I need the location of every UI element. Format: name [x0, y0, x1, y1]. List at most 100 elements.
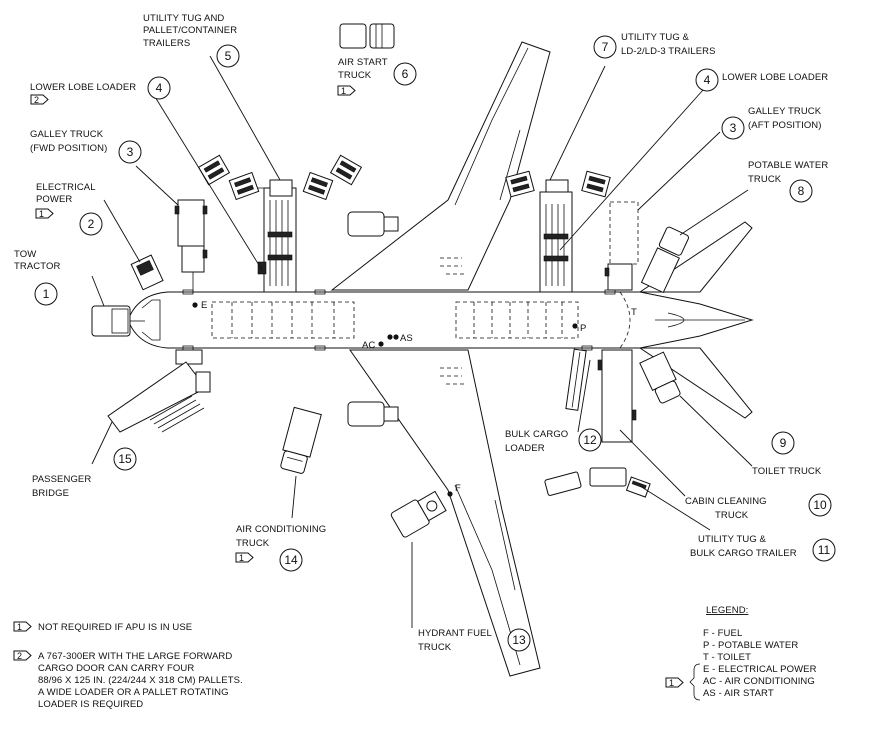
- svg-text:1: 1: [239, 553, 244, 563]
- callout-number-1: 1: [43, 287, 50, 301]
- callout-circle-13: [507, 628, 531, 652]
- note-2-line-2: CARGO DOOR CAN CARRY FOUR: [38, 663, 194, 674]
- fuel-point: [447, 491, 453, 497]
- callout-number-13: 13: [512, 633, 526, 647]
- callout-number-3-aft: 3: [730, 121, 737, 135]
- label-air-start-1: AIR START: [338, 57, 388, 68]
- callout-circle-4-fwd: [147, 76, 171, 100]
- legend-item-fuel: F - FUEL: [703, 628, 742, 639]
- callout-circle-3-aft: [721, 116, 745, 140]
- svg-text:1: 1: [341, 86, 346, 96]
- svg-text:1: 1: [39, 209, 44, 219]
- flag-marker-lower-lobe: 2: [30, 94, 49, 105]
- sp-e-label: E: [201, 300, 207, 311]
- callout-number-3-fwd: 3: [127, 145, 134, 159]
- fuselage: [127, 291, 754, 349]
- note-1-text: NOT REQUIRED IF APU IS IN USE: [38, 622, 192, 633]
- toilet-truck: [639, 351, 681, 404]
- passenger-bridge: [107, 349, 211, 433]
- air-conditioning-point: [378, 341, 384, 347]
- galley-truck-forward: [174, 199, 208, 292]
- label-potable-water-2: TRUCK: [748, 174, 782, 185]
- label-air-conditioning-2: TRUCK: [236, 538, 270, 549]
- label-galley-fwd-2: (FWD POSITION): [30, 143, 107, 154]
- legend-item-air-conditioning: AC - AIR CONDITIONING: [703, 676, 815, 687]
- label-electrical-power-2: POWER: [36, 194, 72, 205]
- tow-tractor: [91, 305, 145, 337]
- bulk-cargo-loader: [565, 348, 587, 411]
- label-tow-tractor-2: TRACTOR: [14, 261, 60, 272]
- callout-circle-8: [789, 179, 813, 203]
- legend-item-electrical-power: E - ELECTRICAL POWER: [703, 664, 817, 675]
- callout-circle-6: [393, 62, 417, 86]
- label-toilet-truck: TOILET TRUCK: [752, 466, 822, 477]
- cabin-cleaning-truck: [597, 349, 637, 443]
- callout-number-5: 5: [225, 49, 232, 63]
- flag-marker-air-start: 1: [337, 85, 356, 96]
- callout-circle-14: [279, 548, 303, 572]
- legend-item-air-start: AS - AIR START: [703, 688, 774, 699]
- label-utility-tug-bulk-1: UTILITY TUG &: [698, 534, 767, 545]
- sp-p-label: P: [580, 323, 586, 334]
- air-start-truck: [339, 23, 395, 49]
- label-hydrant-fuel-2: TRUCK: [418, 642, 452, 653]
- callout-circle-2: [79, 212, 103, 236]
- utility-tug-pallet-trailers: [197, 154, 363, 201]
- aft-cargo-hold: [455, 301, 579, 339]
- potable-water-point: [572, 323, 578, 329]
- label-utility-tug-ld-2: LD-2/LD-3 TRAILERS: [621, 46, 716, 57]
- label-lower-lobe-loader-fwd: LOWER LOBE LOADER: [30, 82, 136, 93]
- callout-number-12: 12: [583, 433, 597, 447]
- callout-circle-9: [771, 431, 795, 455]
- callout-number-6: 6: [402, 67, 409, 81]
- callout-number-9: 9: [780, 436, 787, 450]
- flag-marker-electrical: 1: [35, 208, 54, 219]
- svg-text:2: 2: [34, 95, 39, 105]
- forward-cargo-hold: [211, 301, 355, 339]
- leader-lines: [91, 55, 753, 628]
- callout-number-4-fwd: 4: [156, 81, 163, 95]
- air-conditioning-truck: [280, 406, 322, 474]
- label-cabin-cleaning-2: TRUCK: [715, 510, 749, 521]
- callout-circle-15: [113, 447, 137, 471]
- sp-t-label: T: [631, 307, 637, 318]
- note-2-line-5: LOADER IS REQUIRED: [38, 699, 143, 710]
- engine-left: [347, 211, 399, 237]
- sp-as-label: AS: [400, 333, 413, 344]
- air-start-point-1: [387, 334, 393, 340]
- legend-title: LEGEND:: [706, 605, 748, 616]
- callout-circle-5: [216, 44, 240, 68]
- callout-number-15: 15: [118, 452, 132, 466]
- left-wing: [330, 41, 551, 291]
- label-passenger-bridge-1: PASSENGER: [32, 474, 91, 485]
- lower-lobe-loader-forward: [257, 187, 297, 293]
- callout-number-14: 14: [284, 553, 298, 567]
- label-passenger-bridge-2: BRIDGE: [32, 488, 69, 499]
- galley-truck-aft: [604, 201, 639, 291]
- callout-circle-11: [812, 538, 836, 562]
- legend-item-potable-water: P - POTABLE WATER: [703, 640, 798, 651]
- note-2-line-1: A 767-300ER WITH THE LARGE FORWARD: [38, 651, 232, 662]
- label-potable-water-1: POTABLE WATER: [748, 160, 828, 171]
- sp-ac-label: AC: [362, 340, 375, 351]
- label-galley-aft-2: (AFT POSITION): [748, 120, 822, 131]
- label-bulk-cargo-loader-2: LOADER: [505, 443, 545, 454]
- label-galley-aft-1: GALLEY TRUCK: [748, 106, 822, 117]
- sp-f-label: F: [455, 483, 461, 494]
- callout-number-7: 7: [602, 40, 609, 54]
- air-start-point-2: [393, 334, 399, 340]
- callout-circle-3-fwd: [118, 140, 142, 164]
- label-bulk-cargo-loader-1: BULK CARGO: [505, 429, 568, 440]
- label-air-conditioning-1: AIR CONDITIONING: [236, 524, 326, 535]
- callout-number-11: 11: [818, 543, 831, 557]
- notes: 1 NOT REQUIRED IF APU IS IN USE 2 A 767-…: [13, 621, 243, 710]
- label-air-start-2: TRUCK: [338, 70, 372, 81]
- label-utility-tug-pallet-1: UTILITY TUG AND: [143, 13, 224, 24]
- callout-circle-1: [34, 282, 58, 306]
- label-lower-lobe-loader-aft: LOWER LOBE LOADER: [722, 72, 828, 83]
- callout-number-2: 2: [88, 217, 95, 231]
- label-hydrant-fuel-1: HYDRANT FUEL: [418, 628, 492, 639]
- electrical-power-point: [192, 302, 198, 308]
- legend-flag: 1: [669, 678, 674, 688]
